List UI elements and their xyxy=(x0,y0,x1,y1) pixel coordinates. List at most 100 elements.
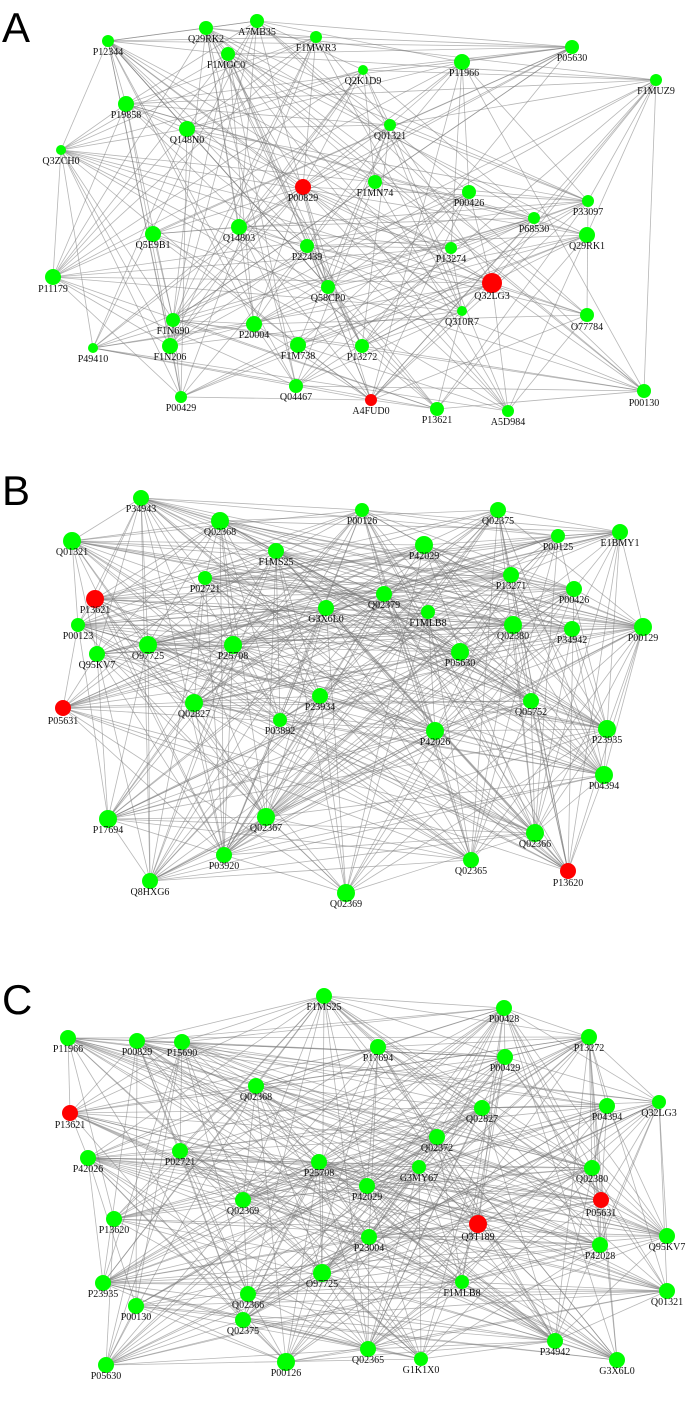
network-edge xyxy=(418,1101,660,1168)
node-label: F1M738 xyxy=(281,351,315,362)
node-label: P12344 xyxy=(93,47,124,58)
network-edge xyxy=(105,1218,115,1366)
network-edge xyxy=(600,1199,668,1237)
network-node xyxy=(528,212,540,224)
network-edge xyxy=(172,181,376,321)
network-edge xyxy=(436,1136,556,1342)
network-edge xyxy=(567,774,605,872)
network-edge xyxy=(94,598,573,630)
network-edge xyxy=(96,653,536,834)
network-edge xyxy=(427,574,512,613)
network-edge xyxy=(327,191,470,288)
network-edge xyxy=(587,79,657,202)
network-edge xyxy=(318,1036,590,1163)
network-edge xyxy=(69,1040,138,1114)
network-edge xyxy=(461,1281,668,1292)
network-edge xyxy=(105,1150,181,1366)
network-edge xyxy=(318,1136,438,1163)
network-edge xyxy=(52,128,188,278)
network-node xyxy=(580,308,594,322)
network-edge xyxy=(319,695,472,861)
network-edge xyxy=(107,40,255,325)
network-node xyxy=(289,379,303,393)
network-edge xyxy=(295,200,589,387)
network-edge xyxy=(60,149,174,321)
network-edge xyxy=(77,509,499,626)
network-edge xyxy=(591,1167,668,1292)
network-edge xyxy=(219,520,321,697)
network-edge xyxy=(140,497,151,882)
network-edge xyxy=(370,200,589,401)
node-label: P05630 xyxy=(91,1371,122,1382)
node-label: Q02827 xyxy=(178,709,210,720)
network-edge xyxy=(125,103,174,321)
network-edge xyxy=(530,700,536,834)
network-node xyxy=(566,581,582,597)
network-edge xyxy=(105,1167,593,1366)
network-edge xyxy=(60,36,317,151)
network-node xyxy=(430,402,444,416)
node-label: P33097 xyxy=(573,207,604,218)
network-edge xyxy=(125,103,188,130)
network-edge xyxy=(107,593,385,820)
network-edge xyxy=(67,1037,608,1107)
node-label: E1BMY1 xyxy=(601,538,640,549)
network-node xyxy=(414,1352,428,1366)
network-edge xyxy=(94,598,321,697)
network-edge xyxy=(69,1112,181,1152)
node-label: P13620 xyxy=(99,1225,130,1236)
network-node xyxy=(172,1143,188,1159)
network-edge xyxy=(325,593,385,609)
network-edge xyxy=(470,624,514,861)
network-node xyxy=(358,65,368,75)
network-edge xyxy=(427,611,436,732)
network-edge xyxy=(238,217,535,228)
network-node xyxy=(502,405,514,417)
network-edge xyxy=(105,1348,369,1366)
network-edge xyxy=(319,626,644,697)
network-edge xyxy=(459,574,512,653)
network-edge xyxy=(345,730,436,894)
network-edge xyxy=(219,520,605,776)
network-edge xyxy=(172,319,438,410)
network-edge xyxy=(491,282,588,316)
network-edge xyxy=(94,574,512,600)
network-edge xyxy=(461,1244,601,1283)
network-edge xyxy=(557,531,621,537)
node-label: Q95KV7 xyxy=(649,1242,686,1253)
network-edge xyxy=(232,574,512,646)
network-edge xyxy=(436,390,645,410)
network-edge xyxy=(319,695,605,776)
network-edge xyxy=(204,544,425,579)
network-edge xyxy=(265,695,321,818)
node-label: P04394 xyxy=(592,1112,623,1123)
network-edge xyxy=(71,540,277,552)
network-edge xyxy=(321,1272,618,1361)
network-node xyxy=(463,852,479,868)
network-node xyxy=(462,185,476,199)
network-edge xyxy=(69,1046,379,1114)
network-edge xyxy=(325,607,472,861)
network-node xyxy=(565,40,579,54)
network-edge xyxy=(147,611,429,646)
network-edge xyxy=(306,245,372,401)
network-edge xyxy=(69,1105,608,1114)
network-edge xyxy=(321,1236,370,1274)
network-node xyxy=(445,242,457,254)
network-edge xyxy=(149,816,267,882)
network-edge xyxy=(113,1101,660,1220)
network-edge xyxy=(361,509,532,702)
network-edge xyxy=(179,1150,244,1321)
network-edge xyxy=(436,234,588,410)
network-edge xyxy=(255,1085,320,1163)
network-edge xyxy=(497,509,621,533)
network-node xyxy=(368,175,382,189)
network-edge xyxy=(172,69,364,321)
node-label: Q02372 xyxy=(421,1143,453,1154)
network-edge xyxy=(318,1161,368,1187)
network-edge xyxy=(323,995,479,1225)
network-edge xyxy=(361,345,645,392)
network-edge xyxy=(107,40,376,183)
network-node xyxy=(650,74,662,86)
network-edge xyxy=(96,653,225,856)
